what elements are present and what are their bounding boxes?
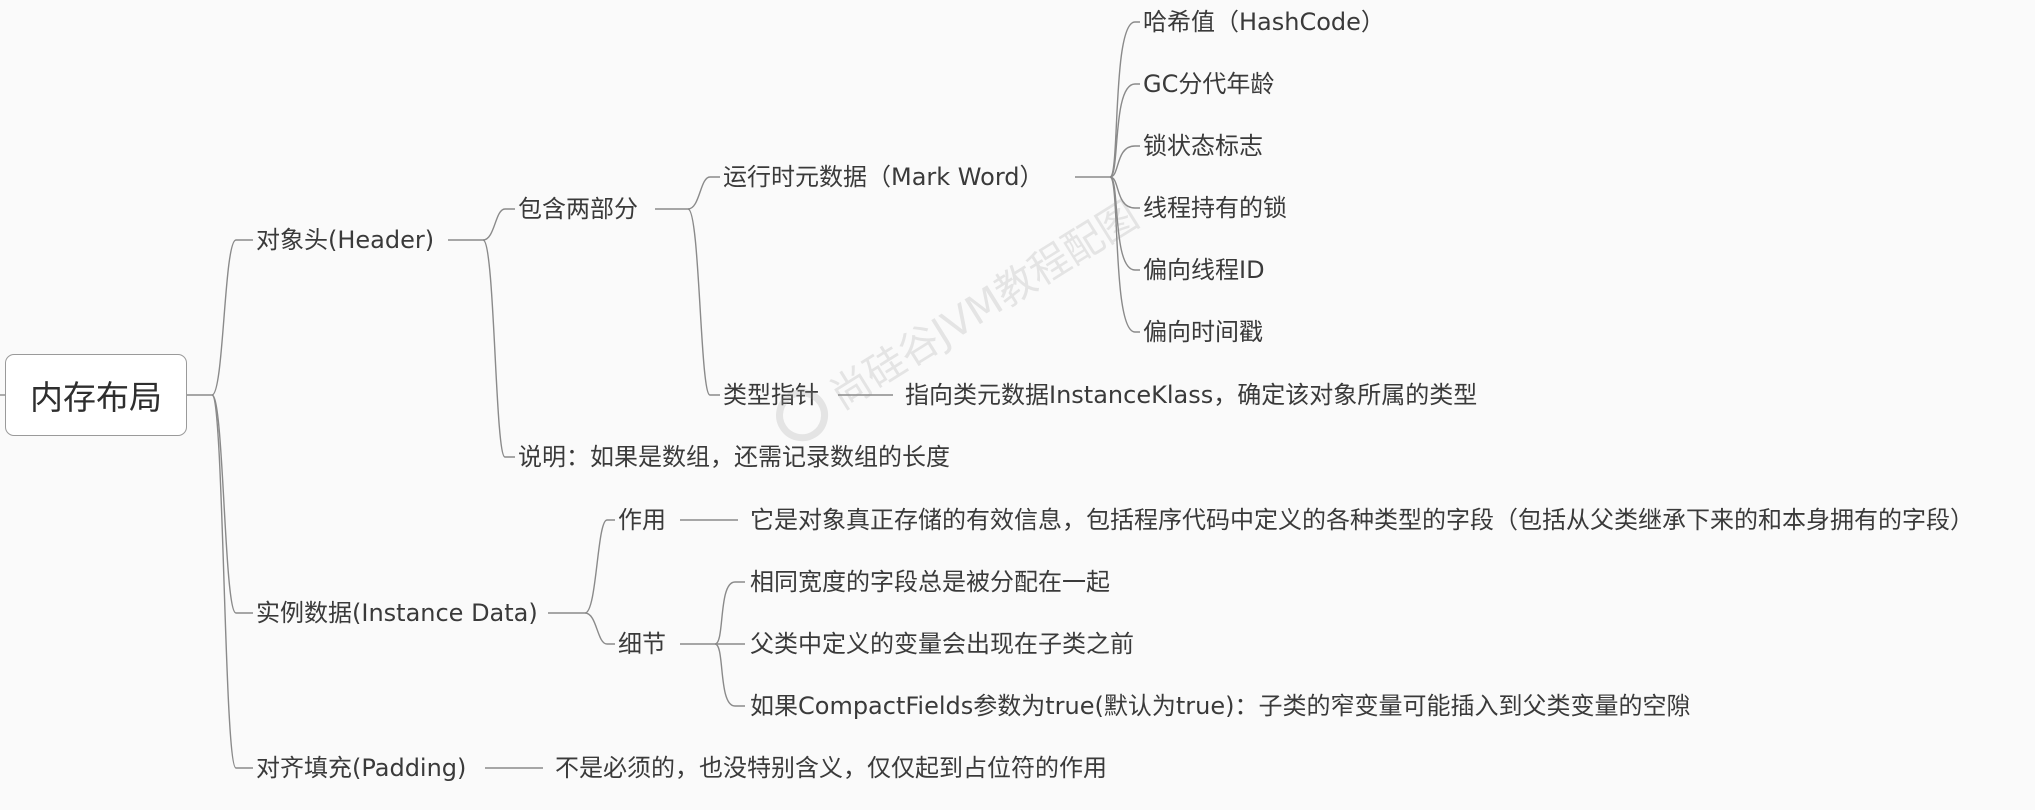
node-contains-two-parts[interactable]: 包含两部分 — [518, 195, 638, 223]
node-padding-desc[interactable]: 不是必须的，也没特别含义，仅仅起到占位符的作用 — [555, 754, 1107, 782]
node-array-note[interactable]: 说明：如果是数组，还需记录数组的长度 — [518, 443, 950, 471]
node-biased-thread-id[interactable]: 偏向线程ID — [1143, 256, 1265, 284]
node-instance-data[interactable]: 实例数据(Instance Data) — [256, 599, 538, 627]
node-detail-parent-first[interactable]: 父类中定义的变量会出现在子类之前 — [750, 630, 1134, 658]
node-header[interactable]: 对象头(Header) — [256, 226, 435, 254]
node-detail-same-width[interactable]: 相同宽度的字段总是被分配在一起 — [750, 568, 1110, 596]
node-padding[interactable]: 对齐填充(Padding) — [256, 754, 467, 782]
node-hashcode[interactable]: 哈希值（HashCode） — [1143, 8, 1385, 36]
node-detail[interactable]: 细节 — [618, 630, 666, 658]
node-detail-compact-fields[interactable]: 如果CompactFields参数为true(默认为true)：子类的窄变量可能… — [750, 692, 1691, 720]
node-mark-word[interactable]: 运行时元数据（Mark Word） — [723, 163, 1044, 191]
node-role-desc[interactable]: 它是对象真正存储的有效信息，包括程序代码中定义的各种类型的字段（包括从父类继承下… — [750, 506, 1974, 534]
node-klass-pointer[interactable]: 类型指针 — [723, 381, 819, 409]
node-gc-age[interactable]: GC分代年龄 — [1143, 70, 1275, 98]
root-node[interactable]: 内存布局 — [5, 354, 187, 436]
node-biased-timestamp[interactable]: 偏向时间戳 — [1143, 318, 1263, 346]
node-klass-pointer-desc[interactable]: 指向类元数据InstanceKlass，确定该对象所属的类型 — [905, 381, 1478, 409]
node-lock-state[interactable]: 锁状态标志 — [1143, 132, 1263, 160]
node-thread-held-lock[interactable]: 线程持有的锁 — [1143, 194, 1287, 222]
node-role[interactable]: 作用 — [618, 506, 666, 534]
root-label: 内存布局 — [30, 378, 162, 417]
